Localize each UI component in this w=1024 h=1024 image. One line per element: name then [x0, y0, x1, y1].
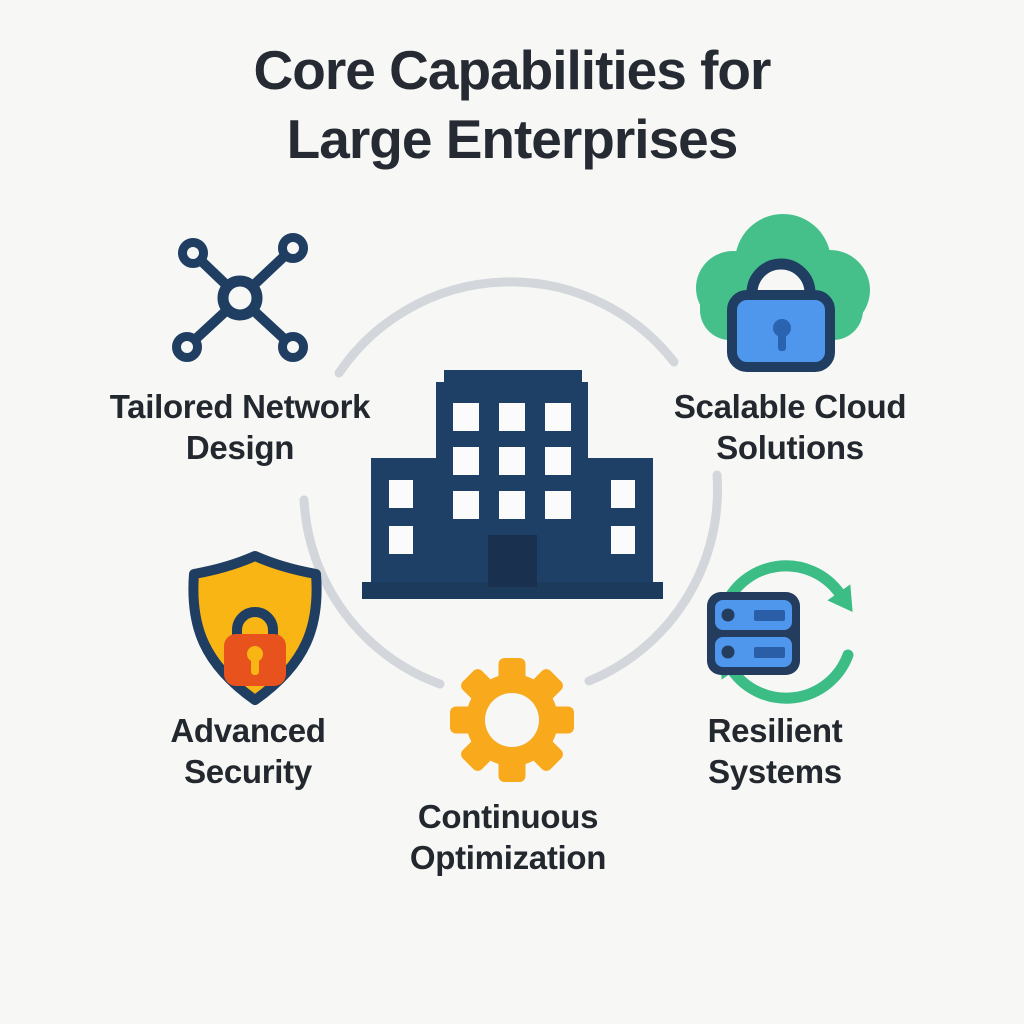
label-advanced-security: Advanced Security	[170, 712, 326, 791]
page-title: Core Capabilities for Large Enterprises	[0, 36, 1024, 175]
page-title-line2: Large Enterprises	[286, 108, 739, 171]
page-title-line1: Core Capabilities for	[253, 39, 772, 101]
network-icon	[172, 233, 308, 362]
gear-icon	[450, 658, 574, 782]
shield-lock-icon	[188, 551, 322, 705]
building-icon	[362, 370, 663, 599]
label-tailored-network-design: Tailored Network Design	[109, 388, 371, 467]
server-refresh-icon	[707, 560, 854, 704]
label-resilient-systems: Resilient Systems	[707, 712, 843, 791]
label-scalable-cloud-solutions: Scalable Cloud Solutions	[673, 388, 907, 467]
cloud-lock-icon	[696, 214, 870, 372]
label-continuous-optimization: Continuous Optimization	[409, 798, 607, 877]
